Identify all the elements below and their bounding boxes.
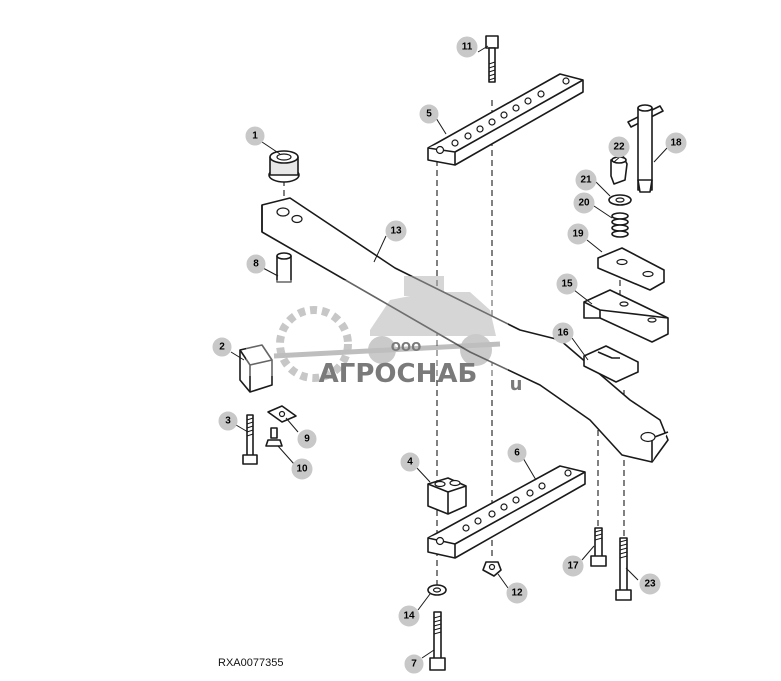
callout-label: 12 [511,588,523,599]
callout-label: 20 [578,198,590,209]
bracket-15-part [583,289,669,343]
callout-9: 9 [297,429,317,449]
bolt-7-part [429,611,446,671]
callout-label: 15 [561,279,573,290]
bolt-11-part [485,35,499,83]
bolt-23-part [615,537,632,601]
bolt-17-part [590,527,607,567]
nut-12-part [482,561,502,577]
nut-10-part [265,427,283,447]
callout-label: 2 [219,342,225,353]
callout-label: 9 [304,434,310,445]
callout-label: 6 [514,448,520,459]
spring-20-part [611,212,629,238]
callout-8: 8 [246,254,266,274]
bolt-3-part [242,414,258,465]
callout-23: 23 [639,573,661,595]
callout-21: 21 [575,169,597,191]
watermark-prefix: ООО [391,340,422,354]
callout-14: 14 [398,605,420,627]
watermark-suffix: u [510,374,523,395]
callout-16: 16 [552,322,574,344]
callout-label: 7 [411,659,417,670]
callout-1: 1 [245,126,265,146]
callout-3: 3 [218,411,238,431]
washer-14-part [427,584,447,596]
plate-9-part [267,405,297,423]
callout-7: 7 [404,654,424,674]
callout-10: 10 [291,458,313,480]
callout-15: 15 [556,273,578,295]
callout-label: 4 [407,457,413,468]
callout-17: 17 [562,555,584,577]
t-pin-18-part [627,104,664,193]
pin-22-part [610,155,628,185]
callout-18: 18 [665,132,687,154]
callout-19: 19 [567,223,589,245]
callout-label: 3 [225,416,231,427]
callout-label: 13 [390,226,402,237]
callout-12: 12 [506,582,528,604]
callout-4: 4 [400,452,420,472]
watermark [246,276,508,382]
bushing-part [268,150,300,183]
callout-label: 22 [613,142,625,153]
watermark-brand: АГРОСНАБ [319,359,478,389]
lower-plate-part [427,465,586,559]
callout-6: 6 [507,443,527,463]
callout-5: 5 [419,104,439,124]
callout-2: 2 [212,337,232,357]
block-2-part [239,344,273,393]
callout-label: 14 [403,611,415,622]
callout-label: 1 [252,131,258,142]
callout-label: 8 [253,259,259,270]
callout-label: 19 [572,229,584,240]
plate-19-part [597,247,665,291]
callout-label: 16 [557,328,569,339]
callout-13: 13 [385,220,407,242]
callout-label: 11 [462,42,473,53]
pin-8-part [276,252,292,283]
callout-label: 18 [670,138,682,149]
callout-22: 22 [608,136,630,158]
callout-11: 11 [456,36,478,58]
callout-label: 5 [426,109,432,120]
plate-16-part [583,345,639,383]
figure-code: RXA0077355 [218,657,283,669]
washer-21-part [608,194,632,206]
callout-20: 20 [573,192,595,214]
callout-label: 23 [644,579,656,590]
upper-plate-part [427,73,584,166]
callout-label: 17 [567,561,579,572]
callout-label: 21 [580,175,592,186]
callout-label: 10 [296,464,308,475]
block-4-part [427,477,467,515]
